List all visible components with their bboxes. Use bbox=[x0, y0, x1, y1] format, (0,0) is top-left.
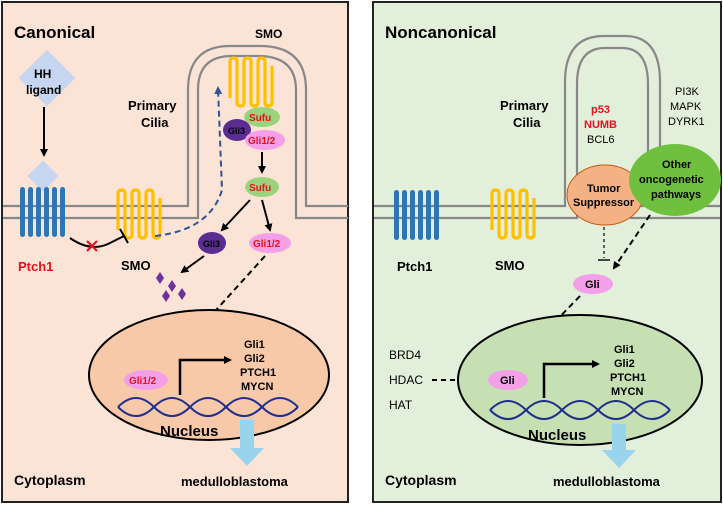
canonical-primary-cilia-label-1: Primary bbox=[128, 98, 177, 113]
other-pathways-to-gli-arrow bbox=[612, 214, 651, 270]
noncanonical-outcome-label: medulloblastoma bbox=[553, 474, 661, 489]
canonical-panel: Canonical SMO HH ligand Primary Cilia Su… bbox=[1, 1, 349, 503]
modifier-brd4: BRD4 bbox=[389, 348, 421, 362]
svg-text:Gli1/2: Gli1/2 bbox=[248, 136, 276, 147]
svg-text:oncogenetic: oncogenetic bbox=[639, 174, 704, 186]
tumor-suppressor-bcl6: BCL6 bbox=[587, 134, 615, 146]
noncanonical-title: Noncanonical bbox=[385, 23, 496, 42]
gli3-free: Gli3 bbox=[198, 232, 226, 254]
modifier-hdac: HDAC bbox=[389, 373, 423, 387]
kinase-mapk: MAPK bbox=[670, 101, 702, 113]
canonical-smo-top-label: SMO bbox=[255, 27, 282, 41]
svg-text:Gli: Gli bbox=[500, 375, 515, 387]
ptch1-label: Ptch1 bbox=[18, 259, 53, 274]
svg-text:ligand: ligand bbox=[26, 83, 61, 97]
noncanonical-nucleus: Gli Gli1 Gli2 PTCH1 MYCN Nucleus bbox=[457, 314, 703, 446]
inhibition-blocked-icon bbox=[86, 240, 98, 252]
noncanonical-cytoplasm-label: Cytoplasm bbox=[385, 472, 457, 488]
svg-text:Suppressor: Suppressor bbox=[573, 197, 635, 209]
svg-text:Gli3: Gli3 bbox=[203, 239, 220, 249]
canonical-outcome-arrow bbox=[230, 420, 264, 466]
noncanonical-primary-cilia-label-2: Cilia bbox=[513, 115, 541, 130]
svg-text:Gli1/2: Gli1/2 bbox=[253, 239, 281, 250]
to-gli12-arrow bbox=[261, 199, 273, 232]
svg-text:Tumor: Tumor bbox=[587, 183, 621, 195]
sufu-free: Sufu bbox=[245, 177, 279, 197]
svg-text:Sufu: Sufu bbox=[249, 183, 271, 194]
nc-smo-receptor bbox=[490, 188, 536, 240]
tumor-suppressor-p53: p53 bbox=[591, 104, 610, 116]
svg-text:pathways: pathways bbox=[651, 189, 701, 201]
kinase-pi3k: PI3K bbox=[675, 86, 700, 98]
modifier-hat: HAT bbox=[389, 398, 413, 412]
smo-translocation-arrow bbox=[154, 86, 224, 237]
transcription-arrow bbox=[178, 356, 232, 395]
gli3-degradation-arrow bbox=[180, 255, 205, 274]
smo-receptor bbox=[116, 188, 162, 240]
canonical-title: Canonical bbox=[14, 23, 95, 42]
smo-label: SMO bbox=[121, 258, 151, 273]
canonical-cytoplasm-label: Cytoplasm bbox=[14, 472, 86, 488]
svg-text:MYCN: MYCN bbox=[241, 381, 273, 393]
canonical-nucleus: Gli1/2 Gli1 Gli2 PTCH1 MYCN Nucleus bbox=[88, 309, 330, 441]
svg-text:Gli1: Gli1 bbox=[244, 339, 265, 351]
svg-text:HH: HH bbox=[34, 67, 51, 81]
svg-text:Other: Other bbox=[662, 159, 692, 171]
gli-cytoplasmic: Gli bbox=[573, 274, 613, 294]
noncanonical-outcome-arrow bbox=[602, 424, 636, 468]
noncanonical-primary-cilia-label-1: Primary bbox=[500, 98, 549, 113]
svg-text:Gli1: Gli1 bbox=[614, 344, 635, 356]
svg-text:PTCH1: PTCH1 bbox=[610, 372, 646, 384]
noncanonical-nucleus-label: Nucleus bbox=[528, 427, 586, 444]
tumor-suppressor-node: Tumor Suppressor bbox=[566, 164, 644, 226]
gli-to-nucleus-arrow bbox=[513, 295, 581, 365]
svg-text:Gli2: Gli2 bbox=[614, 358, 635, 370]
hh-ligand-bound bbox=[27, 160, 59, 192]
other-oncogenetic-pathways-node: Other oncogenetic pathways bbox=[629, 144, 721, 216]
svg-text:Gli1/2: Gli1/2 bbox=[129, 376, 157, 387]
canonical-smo-in-cilium bbox=[228, 56, 274, 108]
nc-smo-label: SMO bbox=[495, 258, 525, 273]
to-gli3-arrow bbox=[220, 199, 251, 232]
canonical-outcome-label: medulloblastoma bbox=[181, 474, 289, 489]
svg-text:MYCN: MYCN bbox=[611, 386, 643, 398]
svg-text:Gli: Gli bbox=[585, 279, 600, 291]
canonical-membrane bbox=[3, 44, 348, 220]
hh-ligand: HH ligand bbox=[18, 49, 76, 107]
nc-transcription-arrow bbox=[542, 360, 600, 398]
degradation-fragments bbox=[156, 272, 186, 302]
sufu-gli-complex: Sufu Gli3 Gli1/2 bbox=[223, 107, 285, 150]
canonical-primary-cilia-label-2: Cilia bbox=[141, 115, 169, 130]
canonical-nucleus-label: Nucleus bbox=[160, 423, 218, 440]
svg-text:Gli2: Gli2 bbox=[244, 353, 265, 365]
svg-text:PTCH1: PTCH1 bbox=[240, 367, 276, 379]
svg-text:Gli3: Gli3 bbox=[228, 126, 245, 136]
noncanonical-panel: Noncanonical Primary Cilia p53 NUMB BCL6… bbox=[372, 1, 722, 503]
kinase-dyrk1: DYRK1 bbox=[668, 116, 705, 128]
svg-text:Sufu: Sufu bbox=[249, 113, 271, 124]
nc-ptch1-label: Ptch1 bbox=[397, 259, 432, 274]
tumor-suppressor-numb: NUMB bbox=[584, 119, 617, 131]
gli12-free: Gli1/2 bbox=[249, 233, 291, 253]
